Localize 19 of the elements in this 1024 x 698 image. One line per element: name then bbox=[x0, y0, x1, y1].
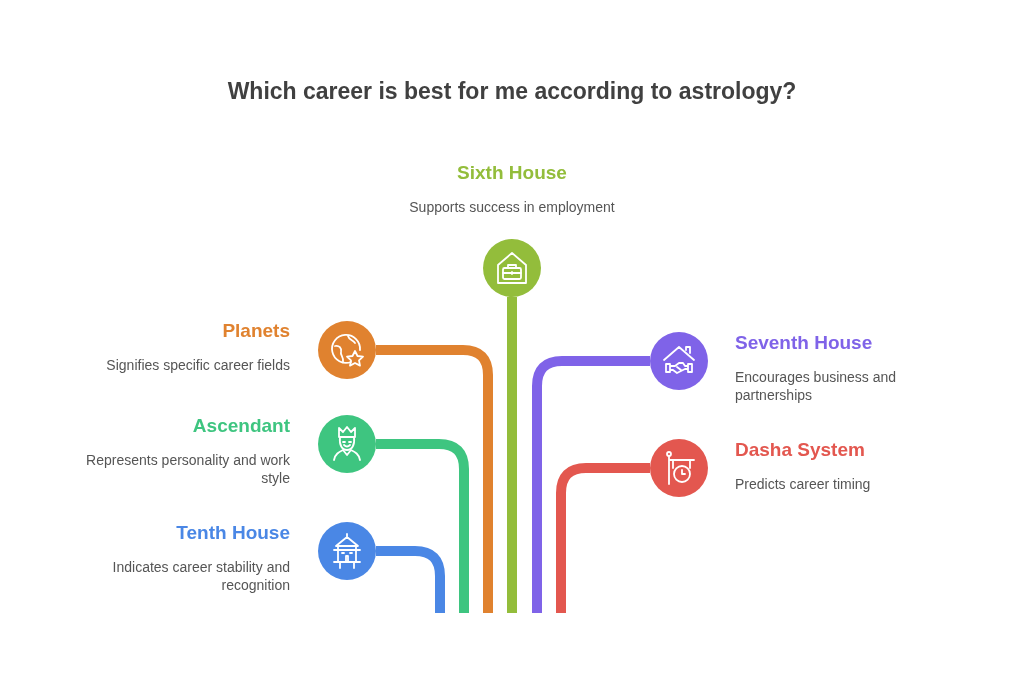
connector-line bbox=[376, 345, 493, 613]
item-heading: Sixth House bbox=[457, 161, 567, 185]
connector-line bbox=[376, 546, 445, 613]
item-description: Signifies specific career fields bbox=[106, 356, 290, 374]
item-description: Represents personality and work style bbox=[85, 451, 290, 487]
item-heading: Planets bbox=[222, 319, 290, 343]
item-heading: Ascendant bbox=[192, 414, 290, 438]
item-description: Indicates career stability and recognition bbox=[111, 558, 290, 594]
connector-line bbox=[507, 297, 517, 613]
item-description: Predicts career timing bbox=[735, 475, 871, 493]
diagram-title: Which career is best for me according to astrology? bbox=[227, 78, 797, 104]
connector-line bbox=[376, 439, 469, 613]
connector-line bbox=[556, 463, 650, 613]
connector-line bbox=[532, 356, 650, 613]
item-heading: Tenth House bbox=[176, 521, 290, 545]
item-description: Supports success in employment bbox=[409, 198, 615, 216]
item-description: Encourages business and partnerships bbox=[735, 368, 898, 404]
item-heading: Seventh House bbox=[735, 331, 873, 355]
item-heading: Dasha System bbox=[735, 438, 865, 462]
